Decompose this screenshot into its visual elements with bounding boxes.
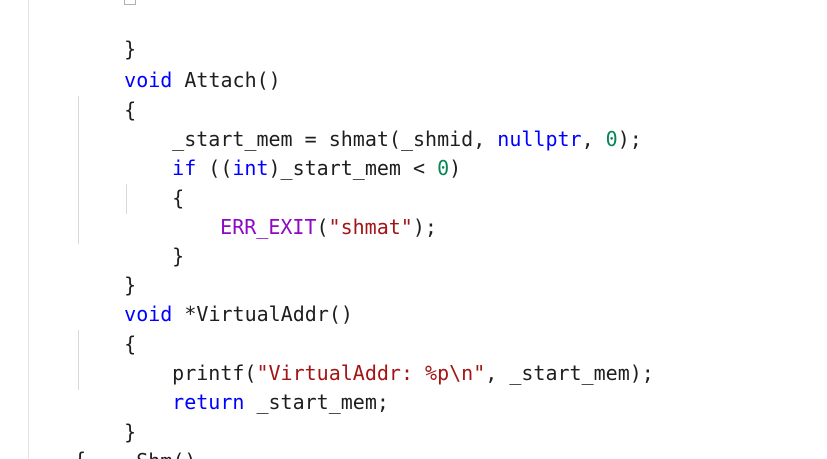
fold-marker-icon[interactable] [124, 0, 136, 5]
code-line[interactable]: } [76, 6, 136, 61]
gutter-divider [28, 0, 29, 459]
partial-code-line: { [74, 446, 86, 459]
code-line[interactable]: { [76, 67, 136, 122]
code-line[interactable]: } [124, 213, 184, 268]
code-line[interactable]: { [76, 301, 136, 356]
code-line[interactable]: printf("VirtualAddr: %p\n", _start_mem); [172, 361, 654, 385]
code-token: { [124, 98, 137, 122]
code-line[interactable]: return _start_mem; [172, 390, 389, 414]
code-token: } [124, 420, 137, 444]
code-token: { [124, 332, 137, 356]
code-token: } [124, 37, 137, 61]
code-token: { [172, 186, 185, 210]
keyword-token: void [124, 68, 173, 92]
code-token: } [124, 273, 137, 297]
indent-guide [78, 96, 79, 244]
code-line[interactable]: if ((int)_start_mem < 0) [172, 156, 462, 180]
code-line[interactable]: ERR_EXIT("shmat"); [220, 215, 437, 239]
code-token: ~Shm() [124, 449, 196, 459]
code-line[interactable]: _start_mem = shmat(_shmid, nullptr, 0); [172, 127, 642, 151]
code-line[interactable]: } [76, 242, 136, 297]
code-line[interactable]: ~Shm() [76, 418, 196, 459]
code-line[interactable]: void *VirtualAddr() [124, 302, 353, 326]
indent-guide [126, 184, 127, 214]
code-line[interactable]: { [124, 155, 184, 210]
code-line[interactable]: void Attach() [124, 68, 281, 92]
code-line[interactable]: } [76, 389, 136, 444]
indent-guide [78, 330, 79, 390]
code-token: } [172, 244, 185, 268]
